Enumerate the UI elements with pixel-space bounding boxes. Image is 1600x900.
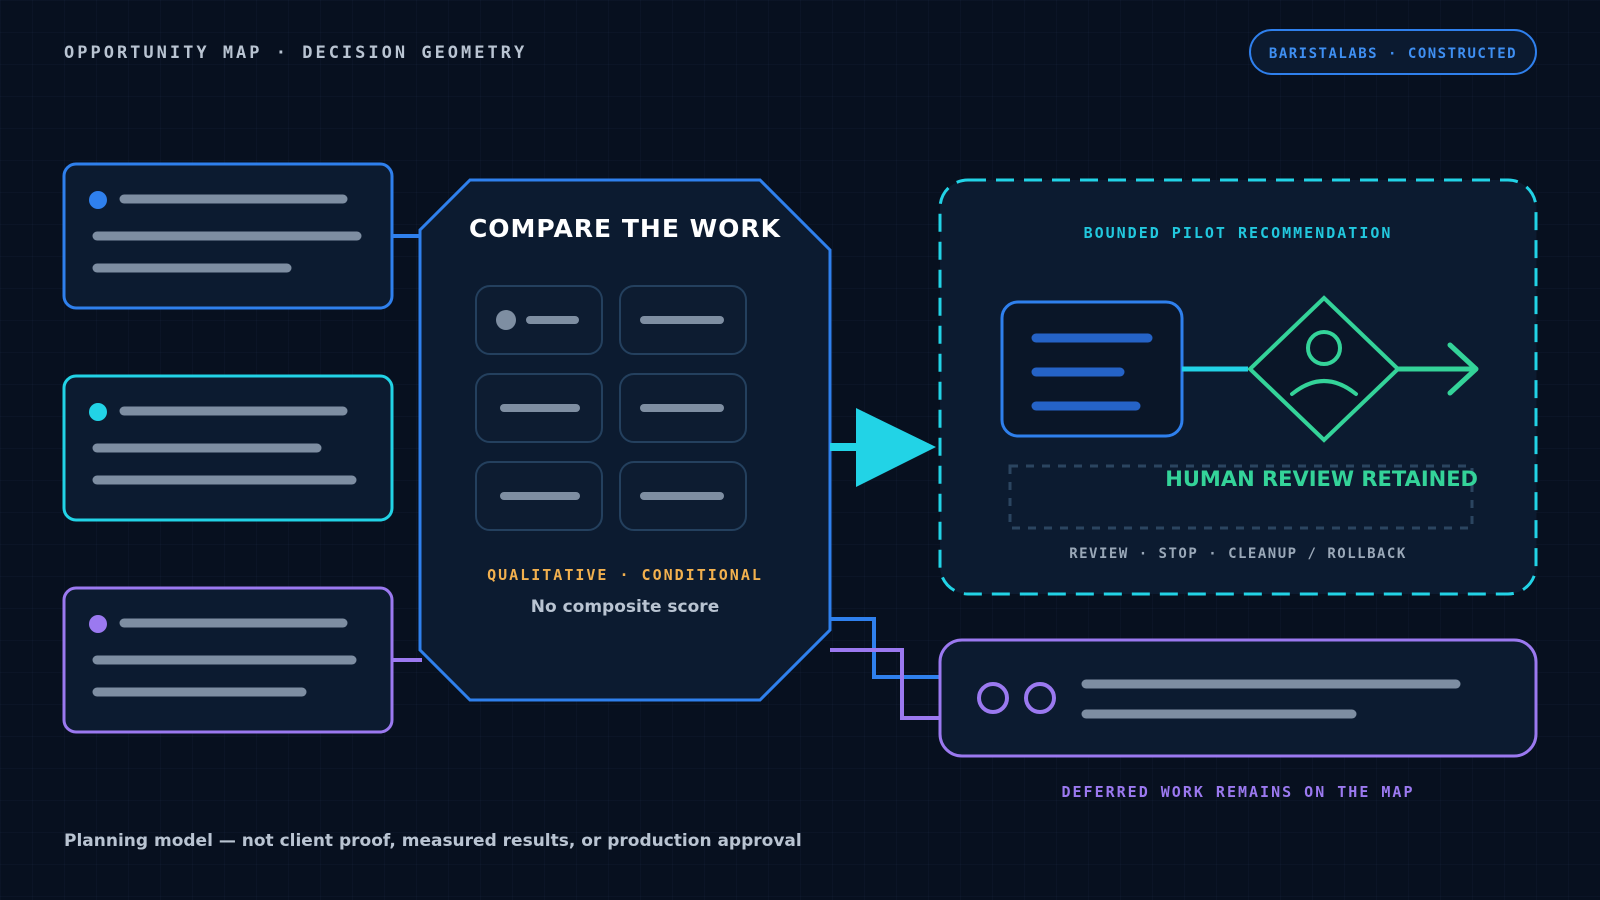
option-card-blue — [62, 162, 394, 310]
deferred-panel — [938, 638, 1538, 758]
option-card-purple — [62, 586, 394, 734]
pilot-controls: REVIEW · STOP · CLEANUP / ROLLBACK — [1069, 546, 1407, 562]
status-dot-purple — [89, 615, 107, 633]
triangle-arrow-icon — [830, 408, 936, 487]
review-boundary — [1008, 464, 1474, 530]
option-card-cyan — [62, 374, 394, 522]
comparison-grid — [475, 285, 747, 531]
arrow-right-icon — [1398, 342, 1479, 396]
footer-disclaimer: Planning model — not client proof, measu… — [64, 831, 802, 851]
compare-panel-tag: QUALITATIVE · CONDITIONAL — [487, 566, 763, 584]
compare-panel-title: COMPARE THE WORK — [469, 214, 782, 243]
human-review-label: HUMAN REVIEW RETAINED — [1165, 467, 1478, 491]
status-dot-cyan — [89, 403, 107, 421]
pilot-work-card — [1000, 300, 1184, 438]
pilot-panel: BOUNDED PILOT RECOMMENDATION HUMAN REVIE… — [938, 178, 1538, 596]
ring-icon — [1024, 682, 1056, 714]
person-diamond-icon — [1247, 295, 1401, 443]
page-title: OPPORTUNITY MAP · DECISION GEOMETRY — [64, 43, 527, 63]
source-badge-label: BARISTALABS · CONSTRUCTED — [1269, 46, 1517, 62]
pilot-panel-title: BOUNDED PILOT RECOMMENDATION — [1084, 224, 1393, 242]
ring-icon — [977, 682, 1009, 714]
status-dot-blue — [89, 191, 107, 209]
source-badge: BARISTALABS · CONSTRUCTED — [1249, 29, 1537, 75]
compare-panel-note: No composite score — [531, 597, 719, 617]
compare-panel: COMPARE THE WORK QUALITATIVE · CONDITION… — [418, 178, 832, 702]
deferred-caption: DEFERRED WORK REMAINS ON THE MAP — [1062, 783, 1415, 801]
connector-compare-to-deferred-purple — [830, 648, 940, 720]
